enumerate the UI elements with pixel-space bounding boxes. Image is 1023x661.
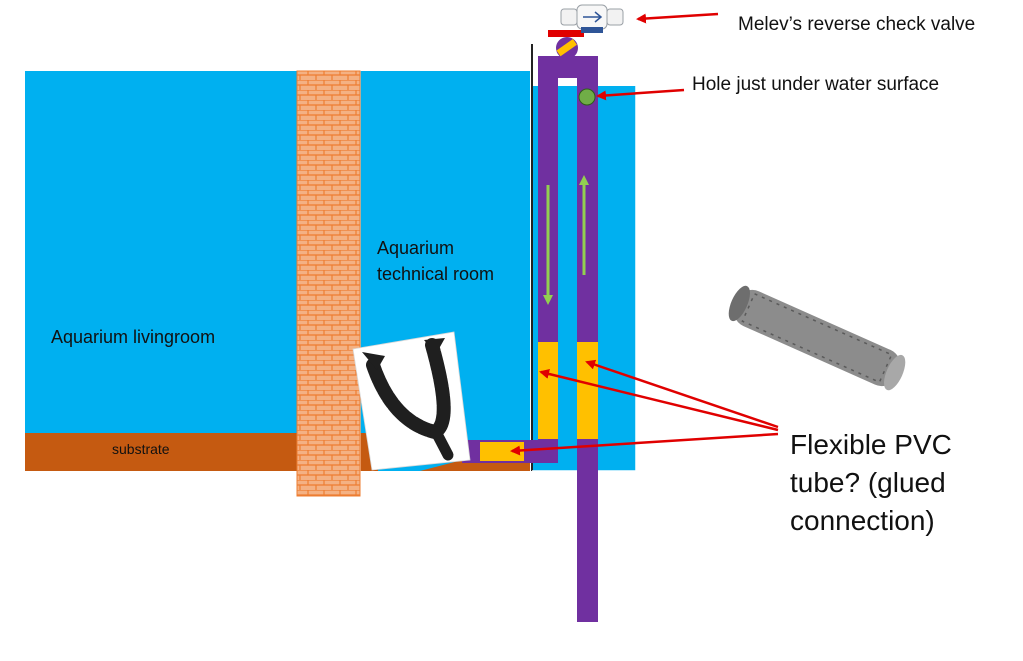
flex-section-right <box>577 342 598 439</box>
substrate-label: substrate <box>112 441 170 457</box>
arrow-to-flex-bottom <box>510 432 779 456</box>
black-flex-hose-image <box>352 331 471 471</box>
flexible-tube-label: Flexible PVC tube? (glued connection) <box>790 429 952 536</box>
arrow-to-check-valve <box>636 12 719 24</box>
gray-corrugated-tube-image <box>728 285 906 391</box>
check-valve-label: Melev’s reverse check valve <box>738 14 976 35</box>
arrow-to-flex-left <box>539 369 779 432</box>
hole-marker <box>578 88 596 106</box>
arrow-to-hole <box>596 88 685 101</box>
flex-section-left <box>538 342 558 439</box>
valve-ball-band <box>556 38 577 57</box>
living-room-water <box>25 71 297 433</box>
check-valve-icon <box>560 4 624 33</box>
hole-label: Hole just under water surface <box>692 74 940 95</box>
substrate-layer <box>25 433 297 471</box>
technical-room-label: Aquarium technical room <box>377 238 495 284</box>
arrow-to-flex-right <box>585 359 779 429</box>
brick-wall <box>296 70 361 497</box>
valve-red-cap <box>548 30 584 37</box>
living-room-label: Aquarium livingroom <box>51 327 216 347</box>
